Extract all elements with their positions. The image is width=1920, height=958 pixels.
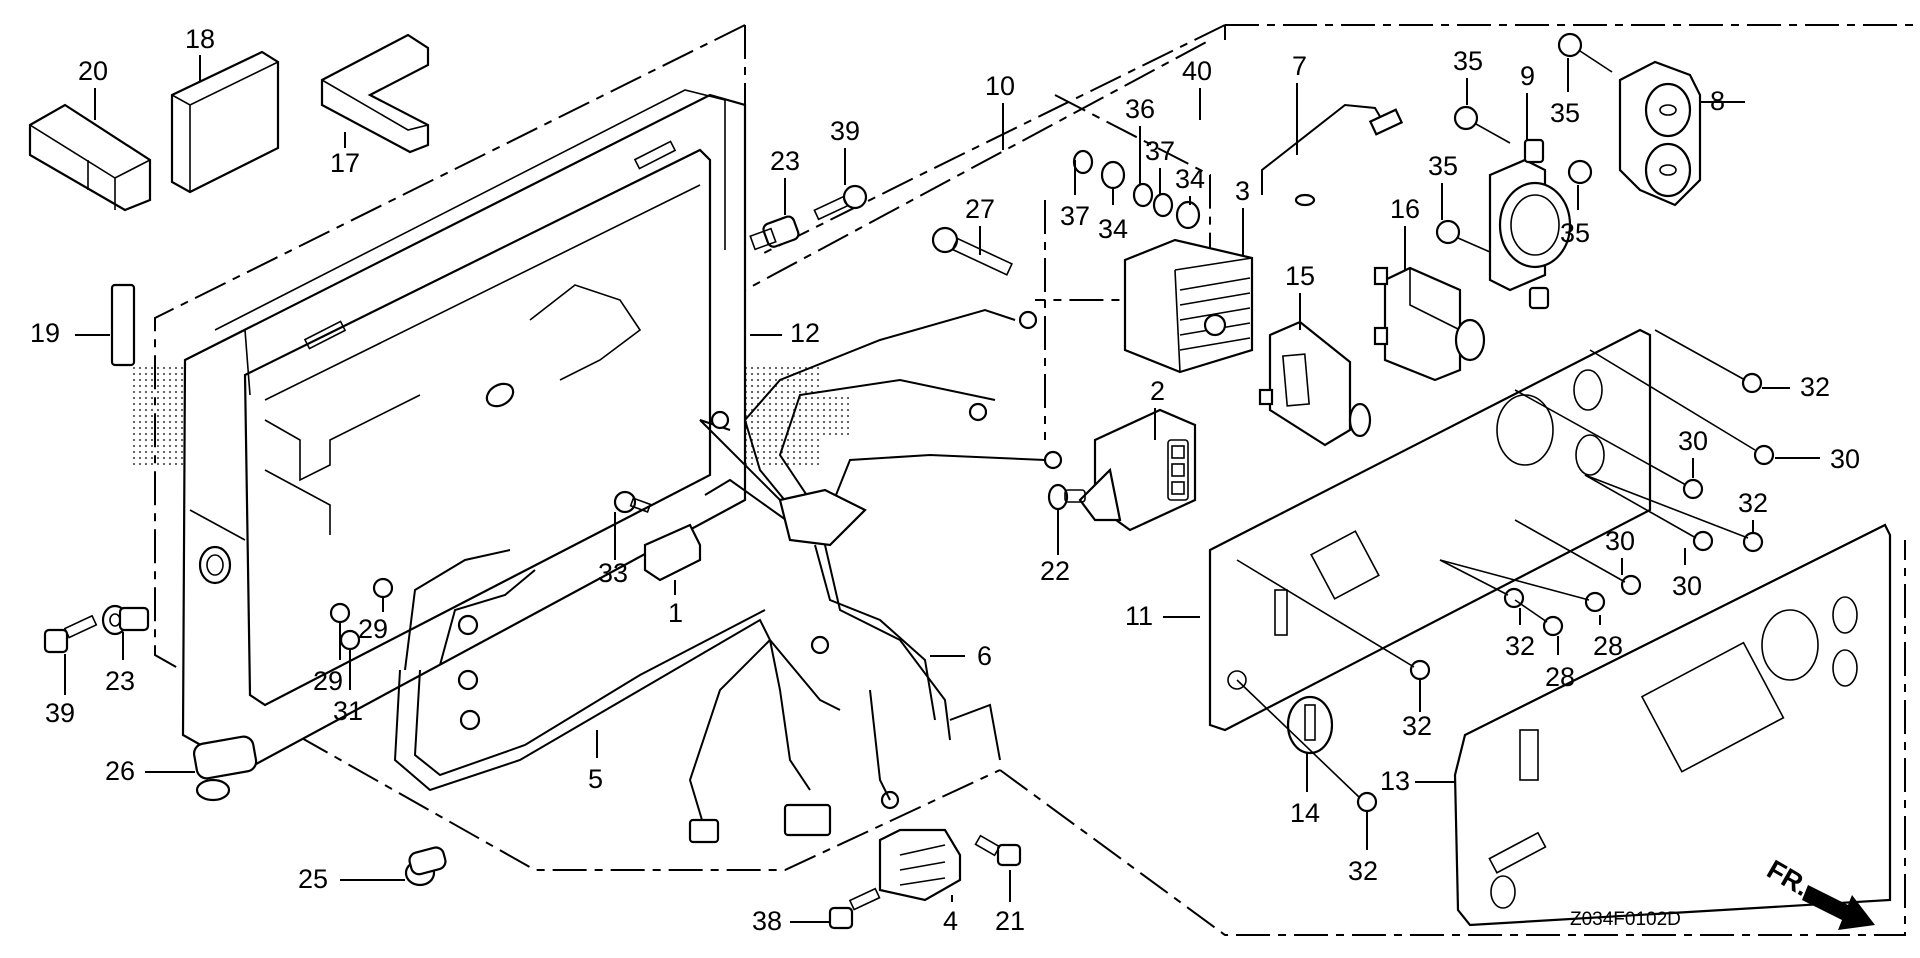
callout-label-15: 15 bbox=[1285, 261, 1315, 291]
callout-label-3: 3 bbox=[1235, 176, 1250, 206]
callout-label-29: 29 bbox=[358, 614, 388, 644]
callout-label-30: 30 bbox=[1830, 444, 1860, 474]
part-9-twist-lock-receptacle bbox=[1488, 138, 1572, 310]
callout-label-32: 32 bbox=[1505, 631, 1535, 661]
callout-label-14: 14 bbox=[1290, 798, 1320, 828]
callout-label-28: 28 bbox=[1593, 631, 1623, 661]
callout-label-35: 35 bbox=[1428, 151, 1458, 181]
callout-label-18: 18 bbox=[185, 24, 215, 54]
callout-label-1: 1 bbox=[668, 598, 683, 628]
callout-label-6: 6 bbox=[977, 641, 992, 671]
callout-label-19: 19 bbox=[30, 318, 60, 348]
callout-label-5: 5 bbox=[588, 764, 603, 794]
callout-label-30: 30 bbox=[1672, 571, 1702, 601]
callout-label-33: 33 bbox=[598, 558, 628, 588]
part-8-duplex-receptacle bbox=[1618, 60, 1702, 207]
part-27-bolt bbox=[931, 226, 1013, 276]
part-4-rectifier bbox=[878, 828, 962, 902]
callout-label-32: 32 bbox=[1738, 488, 1768, 518]
callout-label-37: 37 bbox=[1145, 136, 1175, 166]
callout-label-32: 32 bbox=[1402, 711, 1432, 741]
part-13-face-panel bbox=[1453, 523, 1892, 927]
part-33-screw bbox=[613, 490, 652, 514]
part-30-32-28-screws bbox=[1236, 329, 1775, 813]
part-12-panel-frame bbox=[181, 89, 747, 772]
callout-label-11: 11 bbox=[1125, 601, 1153, 631]
callout-label-8: 8 bbox=[1710, 86, 1725, 116]
callout-label-20: 20 bbox=[78, 56, 108, 86]
part-35-nuts bbox=[1435, 32, 1613, 253]
part-3-outlet-module bbox=[1123, 238, 1254, 374]
callout-label-22: 22 bbox=[1040, 556, 1070, 586]
callout-label-13: 13 bbox=[1380, 766, 1410, 796]
callout-label-9: 9 bbox=[1520, 61, 1535, 91]
callout-label-35: 35 bbox=[1550, 98, 1580, 128]
part-23-grommet-top bbox=[749, 215, 800, 251]
callout-label-35: 35 bbox=[1453, 46, 1483, 76]
callout-label-25: 25 bbox=[298, 864, 328, 894]
part-29-screws bbox=[329, 577, 394, 624]
part-17-l-foam bbox=[320, 33, 430, 154]
callout-label-4: 4 bbox=[943, 906, 958, 936]
callout-label-39: 39 bbox=[830, 116, 860, 146]
part-26-grommet bbox=[192, 735, 258, 802]
callout-label-38: 38 bbox=[752, 906, 782, 936]
part-21-bolt bbox=[974, 834, 1022, 867]
part-25-clip bbox=[404, 846, 447, 887]
part-40-hardware-set bbox=[1072, 149, 1201, 230]
callout-label-23: 23 bbox=[770, 146, 800, 176]
part-39-bolt-top bbox=[813, 184, 868, 221]
part-39-bolt-left bbox=[43, 614, 98, 654]
callout-label-16: 16 bbox=[1390, 194, 1420, 224]
part-2-gfci-outlet bbox=[1078, 408, 1197, 532]
callout-label-34: 34 bbox=[1098, 214, 1128, 244]
callout-label-37: 37 bbox=[1060, 201, 1090, 231]
callout-label-7: 7 bbox=[1292, 51, 1307, 81]
part-19-foam-strip bbox=[110, 283, 136, 367]
diagram-code: Z034F0102D bbox=[1570, 909, 1681, 930]
part-5-wire-harness bbox=[393, 549, 841, 844]
callout-label-28: 28 bbox=[1545, 662, 1575, 692]
part-16-circuit-breaker bbox=[1373, 266, 1486, 382]
callout-label-30: 30 bbox=[1678, 426, 1708, 456]
callout-label-34: 34 bbox=[1175, 164, 1205, 194]
callout-label-40: 40 bbox=[1182, 56, 1212, 86]
part-7-wire-lead bbox=[1261, 103, 1404, 207]
callout-label-32: 32 bbox=[1348, 856, 1378, 886]
part-15-switch bbox=[1258, 320, 1372, 447]
callout-label-36: 36 bbox=[1125, 94, 1155, 124]
callout-label-27: 27 bbox=[965, 194, 995, 224]
part-23-grommet-left bbox=[101, 604, 150, 636]
callout-label-10: 10 bbox=[985, 71, 1015, 101]
part-31-screw bbox=[339, 629, 361, 651]
callout-label-23: 23 bbox=[105, 666, 135, 696]
part-14-knob bbox=[1286, 695, 1334, 755]
callout-label-30: 30 bbox=[1605, 526, 1635, 556]
callout-label-39: 39 bbox=[45, 698, 75, 728]
callout-label-35: 35 bbox=[1560, 218, 1590, 248]
callout-label-21: 21 bbox=[995, 906, 1025, 936]
part-20-foam-block bbox=[28, 103, 152, 212]
part-6-wire-harness bbox=[699, 308, 1063, 810]
callout-label-2: 2 bbox=[1150, 376, 1165, 406]
part-18-foam-pad bbox=[170, 50, 280, 194]
part-22-bulb bbox=[1047, 483, 1086, 511]
part-1-cable-clamp bbox=[643, 523, 702, 582]
callout-label-17: 17 bbox=[330, 148, 360, 178]
part-38-bolt bbox=[828, 887, 881, 930]
part-11-inner-panel bbox=[1208, 328, 1652, 732]
callout-label-26: 26 bbox=[105, 756, 135, 786]
callout-label-32: 32 bbox=[1800, 372, 1830, 402]
callout-label-29: 29 bbox=[313, 666, 343, 696]
callout-label-31: 31 bbox=[333, 696, 363, 726]
callout-label-12: 12 bbox=[790, 318, 820, 348]
